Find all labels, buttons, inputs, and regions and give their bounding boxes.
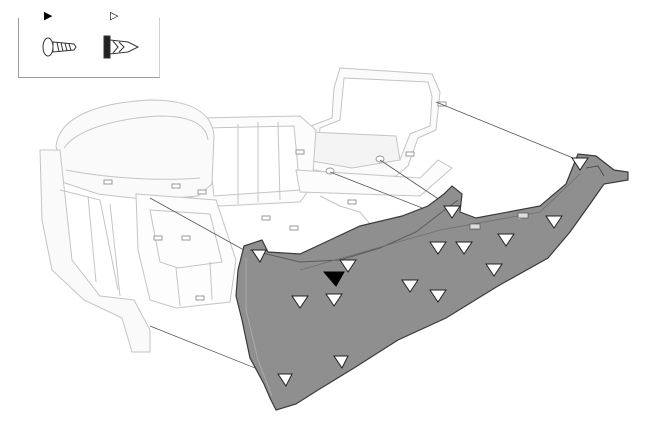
clip-marker: [339, 259, 357, 273]
clip-location-markers: [251, 157, 589, 387]
clip-marker: [251, 249, 267, 263]
screw-icon: [42, 37, 77, 57]
clip-marker: [455, 241, 473, 255]
clip-marker: [485, 263, 503, 277]
clip-marker-label: ▷: [110, 9, 119, 22]
legend-box: [18, 18, 160, 78]
clip-marker: [291, 295, 309, 309]
push-clip-icon: [103, 35, 140, 59]
clip-marker: [333, 355, 349, 369]
clip-marker: [429, 289, 447, 303]
clip-marker: [497, 233, 515, 247]
center-console-frame: [39, 67, 453, 353]
clip-marker: [443, 205, 461, 219]
clip-marker: [571, 157, 589, 171]
clip-marker: [277, 373, 293, 387]
clip-marker: [545, 215, 563, 229]
clip-marker: [401, 279, 419, 293]
screw-marker-label: ▶: [44, 9, 53, 22]
side-trim-panel: [235, 153, 629, 411]
clip-marker: [325, 293, 343, 307]
screw-location-marker: [322, 271, 345, 287]
clip-marker: [429, 241, 447, 255]
